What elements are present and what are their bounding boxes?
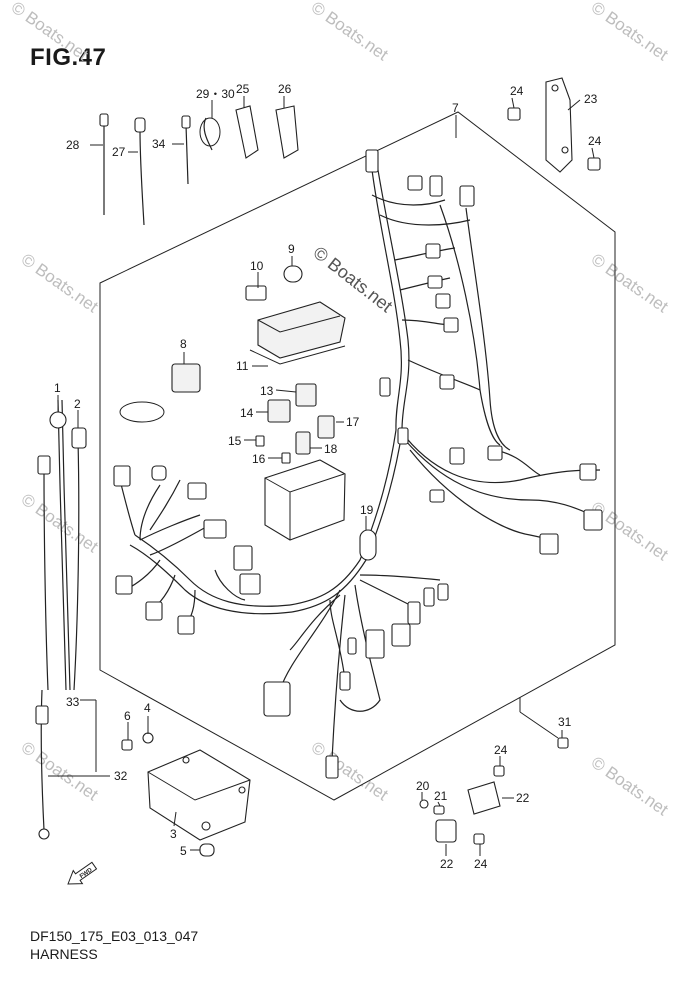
harness-connectors: [113, 149, 603, 779]
watermark-text: © Boats.net: [588, 498, 672, 565]
watermark-text: © Boats.net: [588, 250, 672, 317]
part-number: 10: [250, 259, 264, 273]
watermark-text: © Boats.net: [8, 0, 92, 65]
part-number: 11: [236, 359, 249, 373]
forward-arrow-icon: FWD: [67, 861, 98, 885]
washer-4: [142, 732, 154, 744]
fuse-cap: [283, 265, 303, 283]
part-number: 19: [360, 503, 374, 517]
part-number: 20: [416, 779, 430, 793]
fuse-box-cover: [249, 301, 346, 365]
figure-title: FIG.47: [30, 44, 107, 71]
part-number: 7: [452, 101, 459, 115]
part-number: 27: [112, 145, 126, 159]
part-number: 32: [114, 769, 128, 783]
part-number: 16: [252, 452, 266, 466]
leader-lines: [48, 96, 595, 856]
part-number: 28: [66, 138, 80, 152]
part-number: 22: [516, 791, 530, 805]
fuse-16: [281, 452, 291, 464]
watermark-text: © Boats.net: [18, 250, 102, 317]
fuse-box: [264, 459, 346, 541]
part-number: 14: [240, 406, 254, 420]
part-number: 29・30: [196, 87, 235, 101]
grommet-ring: [119, 401, 165, 423]
watermark-text: © Boats.net: [18, 490, 102, 557]
part-number: 34: [152, 137, 166, 151]
fuse-holder-17: [317, 415, 335, 439]
part-number: 31: [558, 715, 572, 729]
connector-10: [245, 285, 267, 301]
battery-cables: [35, 399, 87, 840]
part-number: 9: [288, 242, 295, 256]
part-number: 17: [346, 415, 360, 429]
watermark-text: © Boats.net: [308, 738, 392, 805]
main-wire-harness: [119, 169, 601, 761]
part-number: 6: [124, 709, 131, 723]
part-number: 24: [588, 134, 602, 148]
part-number: 25: [236, 82, 250, 96]
part-number: 5: [180, 844, 187, 858]
relay-14: [267, 399, 291, 423]
part-number: 3: [170, 827, 177, 841]
part-number: 33: [66, 695, 80, 709]
relay-13: [295, 383, 317, 407]
bolt-6: [121, 739, 133, 751]
part-number: 26: [278, 82, 292, 96]
drawing-code: DF150_175_E03_013_047: [30, 928, 199, 944]
part-number: 24: [510, 84, 524, 98]
part-number: 21: [434, 789, 448, 803]
watermark-text: © Boats.net: [308, 0, 392, 65]
part-number: 22: [440, 857, 454, 871]
bracket-3: [147, 749, 251, 841]
part-number: 2: [74, 397, 81, 411]
part-number: 23: [584, 92, 598, 106]
cable-ties: [99, 105, 299, 226]
part-number: 24: [474, 857, 488, 871]
cap-19: [359, 529, 377, 561]
part-number: 24: [494, 743, 508, 757]
assembly-outline: [99, 111, 616, 801]
grommet-5: [199, 843, 215, 857]
watermark-text: © Boats.net: [588, 753, 672, 820]
fuse-15: [255, 435, 265, 447]
part-number: 8: [180, 337, 187, 351]
part-number: 18: [324, 442, 338, 456]
part-number: 13: [260, 384, 274, 398]
assembly-name: HARNESS: [30, 946, 98, 962]
fuse-holder-18: [295, 431, 311, 455]
watermark-text: © Boats.net: [18, 738, 102, 805]
clamp-parts: [419, 737, 569, 845]
bracket-23: [507, 77, 601, 173]
part-number: 4: [144, 701, 151, 715]
part-number: 1: [54, 381, 61, 395]
relay-8: [171, 363, 201, 393]
watermark-text: © Boats.net: [588, 0, 672, 65]
part-number: 15: [228, 434, 242, 448]
part-labels: 1 2 3 4 5 6 7 8 9 10 11 13 14 15 16 17 1…: [54, 82, 602, 871]
